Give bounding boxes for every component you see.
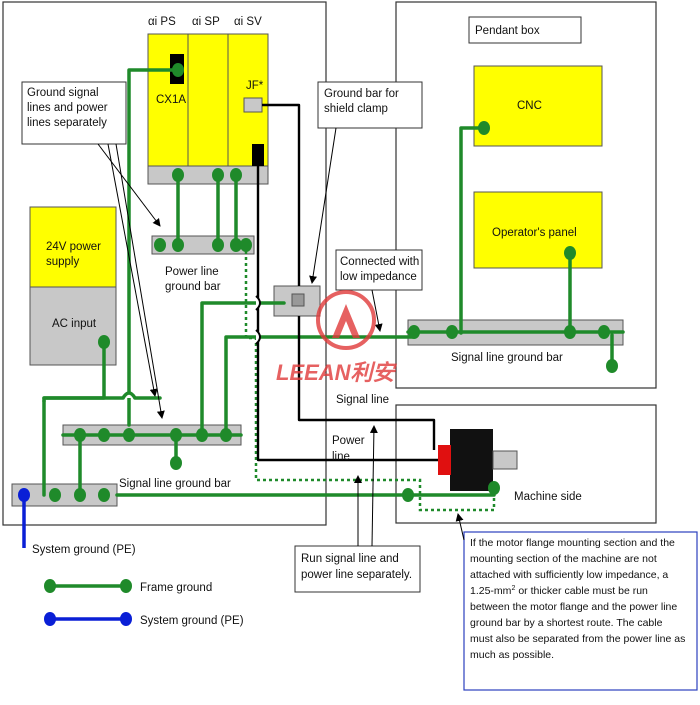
power-line-ground-bar-label-2: ground bar	[165, 281, 221, 293]
signal-power-lines	[256, 103, 438, 462]
pendant-box-title-box	[468, 16, 582, 44]
power-line-label-1: Power	[332, 435, 365, 447]
operator-panel-box	[473, 191, 603, 269]
legend: Frame ground System ground (PE)	[44, 579, 244, 627]
power-supply: 24V power supply AC input	[29, 206, 117, 366]
watermark-text: LEEAN利安	[276, 360, 398, 385]
svg-text:between the motor flange and t: between the motor flange and the power l…	[470, 601, 677, 613]
callout-arrows	[97, 127, 465, 547]
power-supply-box	[29, 206, 117, 288]
motor-connector	[438, 445, 451, 475]
svg-text:much as possible.: much as possible.	[470, 649, 554, 661]
module-ps-label: αi PS	[148, 16, 176, 28]
svg-text:ground bar by a shortest route: ground bar by a shortest route. The cabl…	[470, 617, 663, 629]
module-sp-label: αi SP	[192, 16, 220, 28]
terminal-dot	[172, 63, 184, 77]
pendant-box: Pendant box CNC Operator's panel	[468, 16, 603, 269]
svg-text:must also be separated from th: must also be separated from the power li…	[470, 633, 685, 645]
svg-text:mounting section of the machin: mounting section of the machine are not	[470, 553, 657, 565]
servo-motor: Machine side	[438, 429, 582, 503]
svg-text:lines and power: lines and power	[27, 102, 108, 114]
svg-text:Ground signal: Ground signal	[27, 87, 99, 99]
jf-connector	[243, 97, 263, 113]
svg-text:power line separately.: power line separately.	[301, 569, 412, 581]
svg-text:Ground bar for: Ground bar for	[324, 88, 399, 100]
pendant-box-title: Pendant box	[475, 25, 540, 37]
callout-low-impedance: Connected with low impedance	[335, 249, 423, 291]
legend-frame-ground: Frame ground	[140, 582, 212, 594]
machine-side-label: Machine side	[514, 491, 582, 503]
jf-label: JF*	[246, 80, 264, 92]
ac-input-box	[29, 286, 117, 366]
module-sv-label: αi SV	[234, 16, 262, 28]
power-line-ground-wire	[244, 245, 496, 512]
motor-body	[450, 429, 493, 491]
amp-ground-strip	[147, 165, 269, 185]
cnc-box	[473, 65, 603, 147]
control-cabinet-outline	[2, 1, 327, 526]
operator-panel-label: Operator's panel	[492, 227, 577, 239]
callout-shield-clamp: Ground bar for shield clamp	[317, 81, 423, 129]
leean-watermark: LEEAN利安	[276, 290, 398, 385]
power-supply-label-1: 24V power	[46, 241, 101, 253]
svg-text:attached with sufficiently low: attached with sufficiently low impedance…	[470, 569, 668, 581]
power-line-label-2: line	[332, 451, 350, 463]
wire-crossovers	[121, 391, 137, 399]
svg-text:low impedance: low impedance	[340, 271, 417, 283]
callout-motor-note: If the motor flange mounting section and…	[463, 531, 698, 691]
line-crossovers	[255, 295, 261, 345]
cx1a-label: CX1A	[156, 94, 186, 106]
system-ground-label: System ground (PE)	[32, 544, 136, 556]
motor-shaft	[492, 450, 518, 470]
power-supply-label-2: supply	[46, 256, 79, 268]
machine-side-outline	[395, 404, 657, 524]
pendant-box-outline	[395, 1, 657, 389]
svg-text:lines separately: lines separately	[27, 117, 107, 129]
callout-ground-signal: Ground signal lines and power lines sepa…	[21, 81, 127, 145]
signal-line-ground-bar-left-label: Signal line ground bar	[119, 478, 231, 490]
signal-line-ground-bar-right-label: Signal line ground bar	[451, 352, 563, 364]
svg-text:shield clamp: shield clamp	[324, 103, 388, 115]
svg-text:Connected with: Connected with	[340, 256, 419, 268]
amplifier-modules: αi PS αi SP αi SV CX1A JF*	[147, 16, 269, 185]
callout-run-separately: Run signal line and power line separatel…	[294, 545, 421, 593]
svg-text:Run signal line and: Run signal line and	[301, 553, 399, 565]
svg-text:If the motor flange mounting s: If the motor flange mounting section and…	[470, 537, 675, 549]
power-output-connector	[252, 144, 264, 166]
ac-input-label: AC input	[52, 318, 97, 330]
power-line-ground-bar-label-1: Power line	[165, 266, 219, 278]
legend-system-ground: System ground (PE)	[140, 615, 244, 627]
cnc-label: CNC	[517, 100, 542, 112]
signal-line-label: Signal line	[336, 394, 389, 406]
frame-ground-terminals	[49, 63, 618, 502]
system-ground: System ground (PE)	[18, 488, 136, 556]
